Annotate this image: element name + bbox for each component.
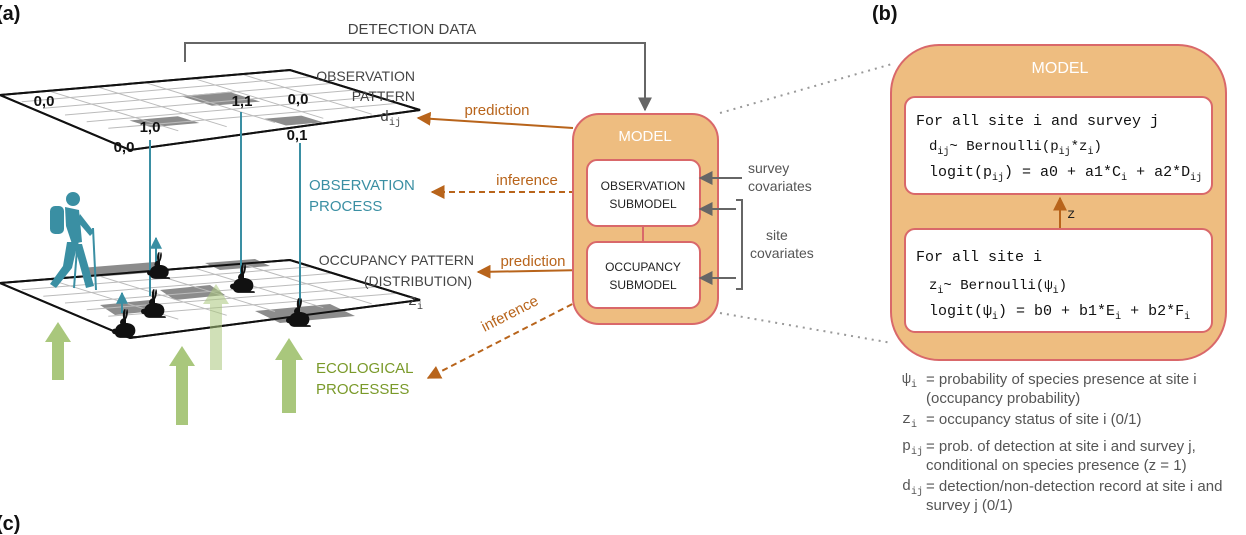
panel-label-a: (a) — [0, 3, 20, 25]
panel-label-b: (b) — [872, 3, 898, 25]
obs-submodel-label-2: SUBMODEL — [609, 197, 677, 211]
legend-symbol: dij — [902, 478, 924, 498]
zoom-line-bottom — [719, 312, 893, 344]
prediction-label-top: prediction — [464, 102, 529, 119]
obs-process-label-2: PROCESS — [309, 198, 382, 215]
inference-label-top: inference — [496, 172, 558, 189]
legend-item: zi = occupancy status of site i (0/1) — [902, 410, 1246, 435]
legend-text: = prob. of detection at site i and surve… — [926, 438, 1196, 474]
legend-item: dij = detection/non-detection record at … — [902, 477, 1246, 515]
legend-symbol: zi — [902, 411, 918, 431]
survey-covariates-label-2: covariates — [748, 178, 812, 194]
panel-label-c: (c) — [0, 513, 20, 535]
occupancy-submodel-box — [586, 241, 701, 309]
prediction-arrow-bottom — [476, 264, 586, 279]
legend-symbol: ψi — [902, 371, 918, 391]
obs-cell-label-1: 0,0 — [34, 93, 55, 110]
obs-pattern-label-2: PATTERN — [352, 88, 415, 104]
occ-pattern-var: zi — [408, 293, 423, 313]
obs-submodel-label-1: OBSERVATION — [601, 179, 686, 193]
ecological-arrows — [45, 284, 303, 425]
eco-process-label-2: PROCESSES — [316, 381, 409, 398]
site-covariates-label-1: site — [766, 227, 788, 243]
obs-cell-label-3: 0,0 — [288, 91, 309, 108]
obs-cell-label-6: 0,1 — [287, 127, 308, 144]
occ-submodel-label-2: SUBMODEL — [609, 278, 677, 292]
observation-equations-box — [904, 96, 1213, 195]
legend-item: pij = prob. of detection at site i and s… — [902, 437, 1246, 475]
occ-pattern-label-2: (DISTRIBUTION) — [364, 273, 472, 289]
obs-cell-label-5: 0,0 — [114, 139, 135, 156]
legend-text: = probability of species presence at sit… — [926, 371, 1197, 407]
legend-symbol: pij — [902, 438, 924, 458]
model-title-large: MODEL — [1032, 60, 1089, 77]
zoom-line-top — [719, 63, 893, 114]
obs-process-label-1: OBSERVATION — [309, 177, 415, 194]
z-link-label: z — [1067, 207, 1075, 223]
occ-cell-dark-1 — [80, 262, 170, 277]
symbol-legend: ψi = probability of species presence at … — [902, 370, 1246, 517]
legend-text: = detection/non-detection record at site… — [926, 478, 1223, 514]
legend-text: = occupancy status of site i (0/1) — [926, 411, 1142, 428]
legend-item: ψi = probability of species presence at … — [902, 370, 1246, 408]
observation-submodel-box — [586, 159, 701, 227]
site-covariate-bracket — [736, 199, 743, 290]
inference-label-bottom: inference — [479, 292, 542, 335]
inference-arrow-bottom — [426, 294, 591, 379]
site-covariates-label-2: covariates — [750, 245, 814, 261]
obs-cell-dark-1 — [180, 91, 261, 106]
detection-data-label: DETECTION DATA — [348, 21, 477, 38]
prediction-arrow-top — [416, 111, 574, 129]
occupancy-equations-box — [904, 228, 1213, 333]
obs-equations-header: For all site i and survey j — [916, 113, 1159, 130]
observation-plane: 0,0 1,1 0,0 1,0 0,0 0,1 — [0, 68, 421, 156]
obs-cell-label-2: 1,1 — [232, 93, 253, 110]
model-title-small: MODEL — [618, 128, 671, 145]
detection-data-connector — [184, 42, 652, 112]
obs-cell-dark-3 — [264, 115, 323, 126]
occ-submodel-label-1: OCCUPANCY — [605, 260, 681, 274]
occ-equation-1: zi~ Bernoulli(ψi) — [929, 278, 1067, 297]
eco-process-label-1: ECOLOGICAL — [316, 360, 414, 377]
survey-covariates-label-1: survey — [748, 160, 789, 176]
occ-pattern-label-1: OCCUPANCY PATTERN — [319, 252, 474, 268]
model-box-large: MODEL For all site i and survey j dij~ B… — [890, 44, 1227, 361]
hiker-icon — [50, 192, 97, 291]
obs-pattern-label-1: OBSERVATION — [316, 68, 415, 84]
occ-equations-header: For all site i — [916, 249, 1042, 266]
obs-cell-label-4: 1,0 — [140, 119, 161, 136]
model-box-small: MODEL OBSERVATION SUBMODEL OCCUPANCY SUB… — [572, 113, 719, 325]
obs-pattern-var: dij — [380, 109, 401, 129]
prediction-label-bottom: prediction — [500, 253, 565, 270]
